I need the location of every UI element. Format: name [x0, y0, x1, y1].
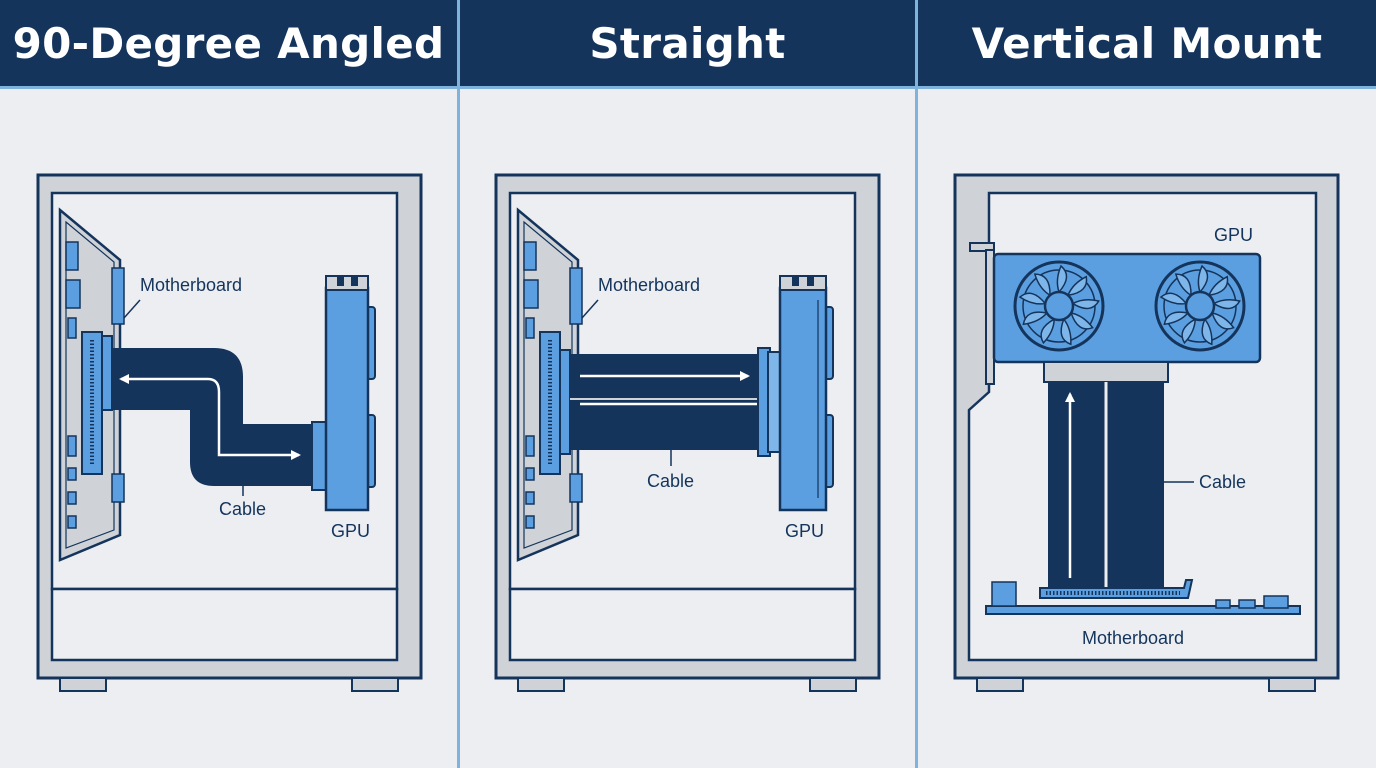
panel-2-gpu-label: GPU — [785, 521, 824, 541]
riser-cable-icon — [559, 347, 781, 466]
motherboard-icon — [985, 579, 1301, 615]
gpu-icon — [969, 242, 1262, 385]
panel-3-illustration — [953, 173, 1340, 692]
motherboard-leader — [123, 299, 141, 319]
riser-cable-icon — [101, 335, 312, 496]
gpu-icon — [311, 275, 376, 512]
panel-1-illustration — [36, 173, 423, 692]
fan-icon — [1154, 260, 1246, 352]
panel-divider-2 — [915, 0, 918, 768]
panel-1-motherboard-label: Motherboard — [140, 275, 242, 295]
panel-title-angled: 90-Degree Angled — [12, 18, 445, 68]
panel-title-vertical: Vertical Mount — [971, 18, 1323, 68]
panel-divider-1 — [457, 0, 460, 768]
panel-1-gpu-label: GPU — [331, 521, 370, 541]
panel-3-cable-label: Cable — [1199, 472, 1246, 492]
panel-title-straight: Straight — [589, 18, 786, 68]
panel-2-motherboard-label: Motherboard — [598, 275, 700, 295]
panel-3-gpu-label: GPU — [1214, 225, 1253, 245]
riser-cable-icon — [1048, 382, 1194, 588]
header-underline — [0, 86, 1376, 89]
motherboard-icon — [516, 207, 583, 562]
motherboard-icon — [58, 207, 125, 562]
panel-3-motherboard-label: Motherboard — [1082, 628, 1184, 648]
panel-2-cable-label: Cable — [647, 471, 694, 491]
fan-icon — [1013, 260, 1105, 352]
panel-2-illustration — [494, 173, 881, 692]
header-bar — [0, 0, 1376, 86]
panel-1-cable-label: Cable — [219, 499, 266, 519]
motherboard-leader — [581, 299, 599, 319]
gpu-icon — [778, 275, 834, 512]
